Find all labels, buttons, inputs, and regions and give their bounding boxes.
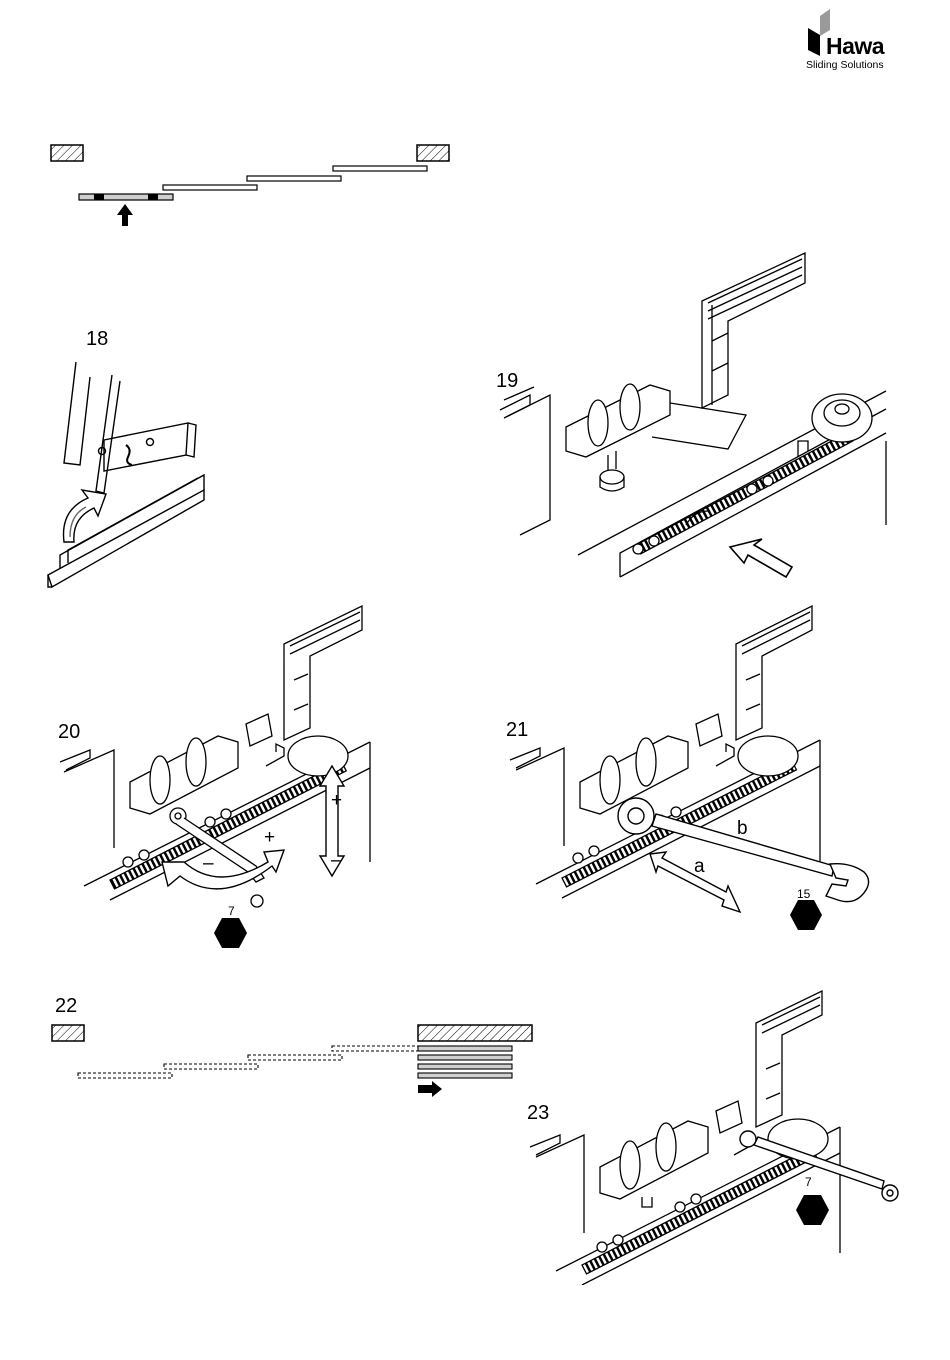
door-panel-4: [333, 166, 427, 171]
step-22-door-stack-diagram: [40, 1015, 540, 1100]
brand-tagline: Sliding Solutions: [806, 59, 884, 71]
push-arrow-icon: [117, 204, 133, 226]
door-panel-1-active: [79, 194, 173, 200]
door-panel-3: [247, 176, 341, 181]
brand-name: Hawa: [826, 33, 884, 60]
wall-left: [51, 145, 83, 161]
height-plus-label: +: [331, 790, 342, 812]
step-23-illustration: [520, 985, 920, 1285]
insert-direction-arrow-icon: [730, 539, 792, 577]
wrench-size-label-20: 7: [228, 904, 235, 918]
wrench-size-label-23: 7: [805, 1175, 812, 1189]
step-21-illustration: [500, 600, 900, 940]
step-20-illustration: [50, 600, 380, 950]
wall-right: [418, 1025, 532, 1041]
wrench-size-label-21: 15: [797, 887, 810, 901]
overview-door-layout-diagram: [40, 135, 460, 235]
door-panel-2: [163, 185, 257, 190]
hex-wrench-7-icon: [214, 918, 247, 948]
adjust-b-label: b: [737, 818, 748, 840]
hex-wrench-7-icon: [796, 1195, 829, 1225]
adjust-a-label: a: [694, 856, 705, 878]
right-arrow-icon: [418, 1081, 442, 1097]
rotate-plus-label: +: [264, 827, 275, 849]
wall-left: [52, 1025, 84, 1041]
stacked-door-2: [418, 1055, 512, 1060]
step-18-illustration: [40, 345, 230, 605]
hex-wrench-15-icon: [790, 900, 822, 930]
height-minus-label: –: [331, 850, 342, 872]
stacked-door-4: [418, 1073, 512, 1078]
rotate-minus-label: –: [203, 853, 214, 875]
step-19-illustration: [490, 245, 900, 590]
wall-right: [417, 145, 449, 161]
stacked-door-3: [418, 1064, 512, 1069]
stacked-door-1: [418, 1046, 512, 1051]
